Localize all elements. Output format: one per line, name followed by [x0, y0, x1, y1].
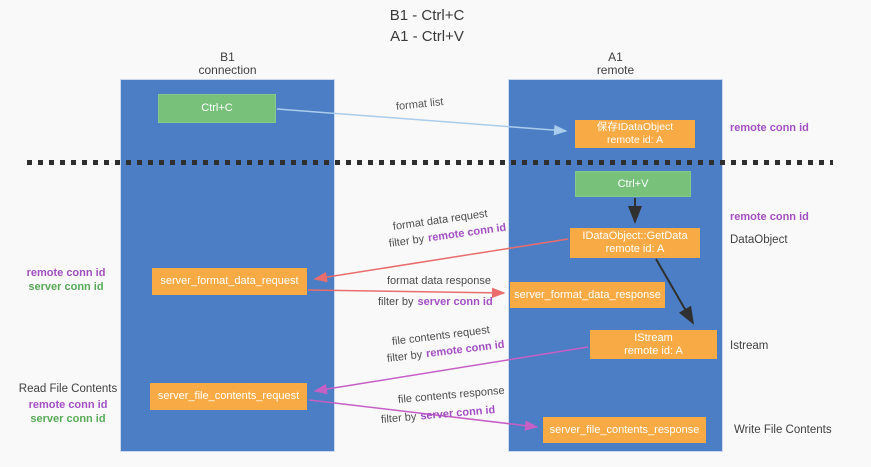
- node-idataobject-getdata: IDataObject::GetData remote id: A: [570, 228, 700, 258]
- annotation-istream: Istream: [730, 340, 769, 352]
- annotation-read-file-contents-group: Read File Contents remote conn id server…: [18, 382, 118, 426]
- node-save-idataobject: 保存IDataObject remote id: A: [575, 120, 695, 148]
- node-ctrl-v: Ctrl+V: [575, 171, 691, 197]
- server-conn-id-value: server conn id: [419, 404, 496, 423]
- node-server-file-contents-response: server_file_contents_response: [543, 417, 706, 443]
- lane-header-b1: B1 connection: [120, 51, 335, 77]
- lane-header-a1: A1 remote: [508, 51, 723, 77]
- server-format-data-response-label: server_format_data_response: [514, 288, 661, 301]
- filter-prefix: filter by: [388, 233, 425, 250]
- annotation-dataobject: DataObject: [730, 234, 788, 246]
- getdata-line1: IDataObject::GetData: [582, 230, 688, 242]
- annotation-remote-conn-id-bottom-left: remote conn id: [28, 399, 108, 411]
- node-ctrl-c: Ctrl+C: [158, 94, 276, 123]
- format-list-label: format list: [395, 96, 445, 113]
- node-istream: IStream remote id: A: [590, 330, 717, 359]
- filter-prefix: filter by: [380, 410, 417, 426]
- ctrl-v-label: Ctrl+V: [617, 177, 649, 190]
- server-file-contents-response-label: server_file_contents_response: [549, 423, 700, 436]
- server-format-data-request-label: server_format_data_request: [160, 275, 299, 287]
- save-idataobject-line1: 保存IDataObject: [596, 121, 674, 133]
- lane-a1-role: remote: [596, 63, 635, 77]
- node-server-format-data-response: server_format_data_response: [510, 282, 665, 308]
- annotation-remote-conn-id-mid-right: remote conn id: [730, 211, 809, 223]
- dashed-separator: [27, 160, 833, 165]
- node-server-file-contents-request: server_file_contents_request: [150, 383, 307, 410]
- format-data-response-arrow: [307, 287, 506, 299]
- title-line-2: A1 - Ctrl+V: [390, 28, 464, 45]
- diagram-title: B1 - Ctrl+C A1 - Ctrl+V: [327, 5, 527, 47]
- annotation-remote-conn-id-left: remote conn id: [26, 267, 106, 279]
- annotation-server-conn-id-bottom-left: server conn id: [30, 413, 106, 425]
- lane-b1-role: connection: [198, 63, 257, 77]
- annotation-remote-conn-id-top-right: remote conn id: [730, 122, 809, 134]
- server-file-contents-request-label: server_file_contents_request: [157, 390, 300, 402]
- istream-line2: remote id: A: [624, 344, 683, 357]
- format-data-response-label: format data response: [387, 275, 491, 287]
- filter-prefix: filter by: [378, 296, 414, 308]
- save-idataobject-line2: remote id: A: [606, 134, 664, 146]
- annotation-write-file-contents: Write File Contents: [734, 424, 832, 436]
- annotation-server-conn-id-left: server conn id: [28, 281, 104, 293]
- file-contents-response-label: file contents response: [397, 384, 506, 406]
- getdata-line2: remote id: A: [605, 243, 665, 255]
- filter-prefix: filter by: [386, 348, 423, 365]
- annotation-conn-ids-left: remote conn id server conn id: [22, 266, 110, 294]
- annotation-read-file-contents: Read File Contents: [18, 383, 118, 395]
- lane-b1-name: B1: [220, 50, 235, 64]
- node-server-format-data-request: server_format_data_request: [152, 268, 307, 295]
- ctrl-c-label: Ctrl+C: [201, 102, 233, 114]
- title-line-1: B1 - Ctrl+C: [389, 7, 465, 24]
- istream-line1: IStream: [634, 331, 673, 344]
- server-conn-id-value: server conn id: [417, 296, 493, 308]
- lane-a1-name: A1: [608, 50, 623, 64]
